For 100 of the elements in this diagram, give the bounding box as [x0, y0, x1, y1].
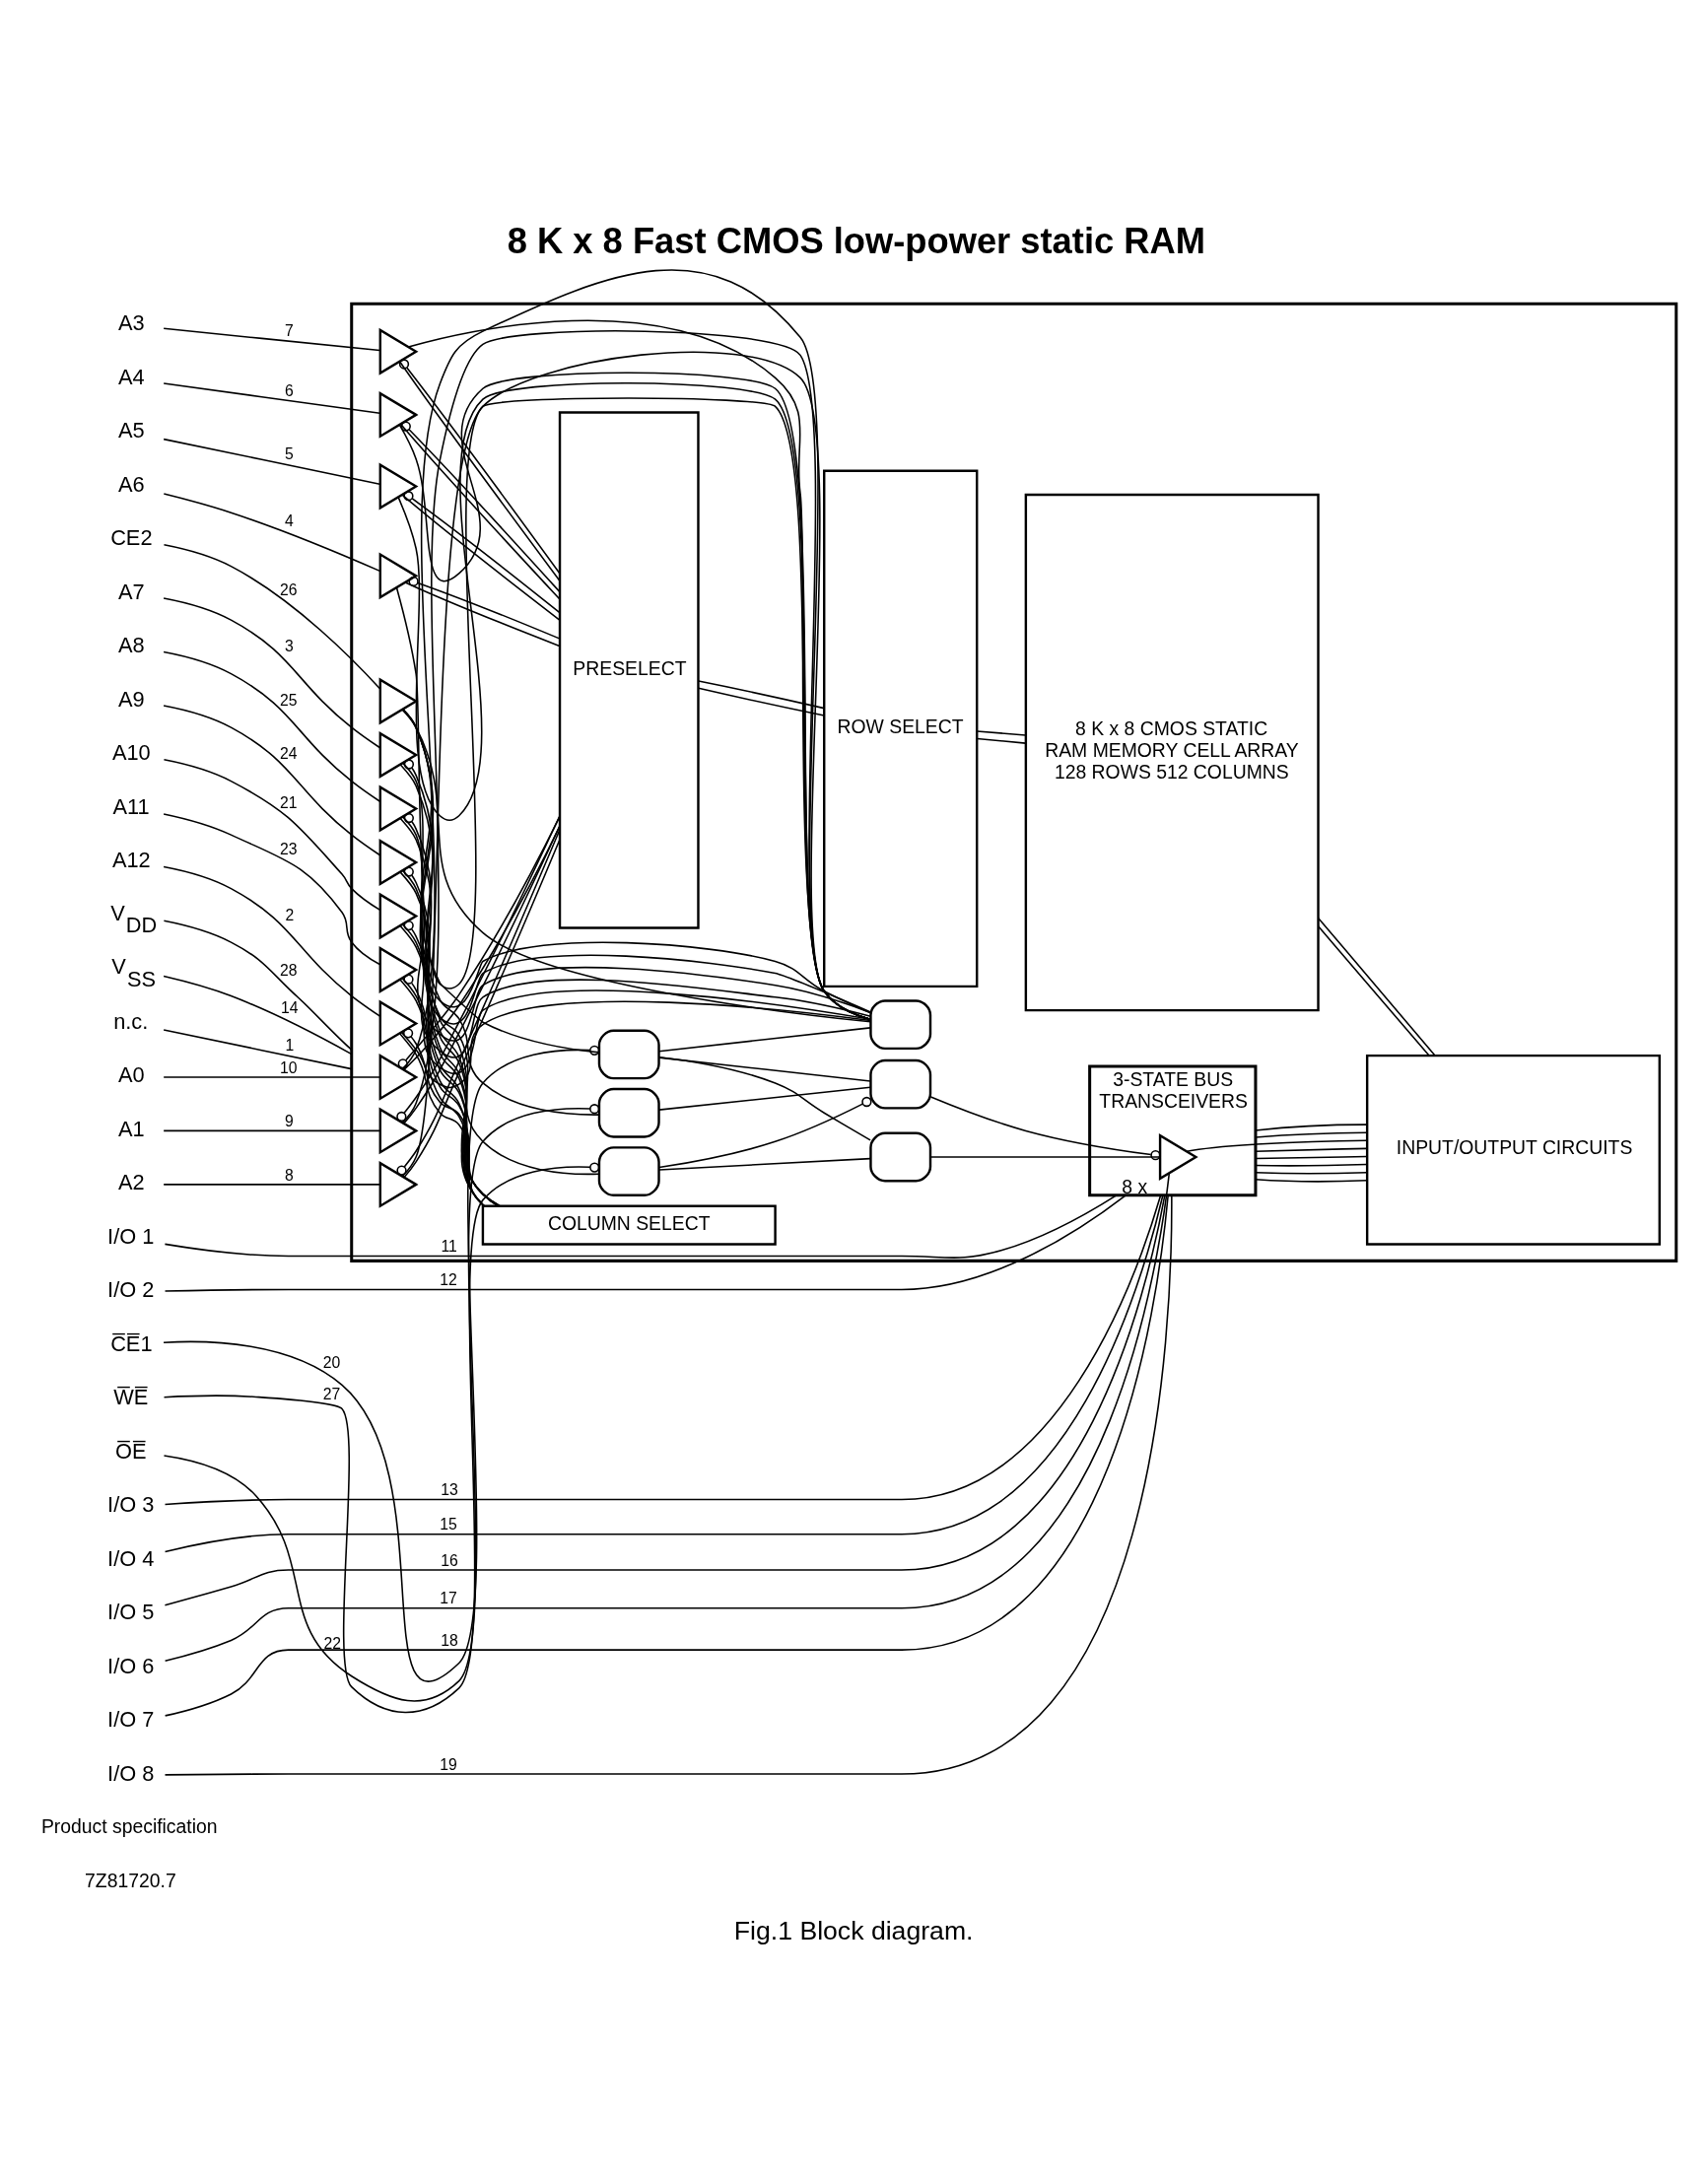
node-gate	[869, 1131, 932, 1182]
node-box: ROW SELECT	[823, 469, 979, 988]
connector	[163, 650, 381, 802]
node-gate	[597, 1029, 660, 1079]
connector	[929, 1155, 1161, 1158]
connector	[163, 596, 381, 749]
connector	[401, 977, 872, 1074]
connector	[408, 576, 561, 640]
node-text: A11	[112, 793, 150, 819]
node-text: I/O 6	[107, 1653, 155, 1678]
edge-label: 13	[441, 1480, 458, 1498]
connector	[657, 1056, 871, 1082]
connector	[398, 978, 485, 1206]
node-triangle	[378, 677, 419, 724]
connector	[401, 869, 871, 1042]
node-text: A4	[118, 364, 145, 389]
node-text: n.c.	[113, 1008, 149, 1034]
edge-label: 9	[284, 1112, 294, 1129]
edge-label: 3	[284, 637, 294, 654]
label: Product specification	[40, 1814, 218, 1837]
edge-label: 25	[280, 691, 298, 709]
edge-label: 28	[280, 961, 298, 979]
node-triangle	[378, 784, 419, 832]
node-triangle	[378, 730, 419, 779]
connector	[658, 1056, 871, 1141]
connector	[657, 1096, 872, 1168]
edge-label: 21	[280, 793, 298, 811]
node-label: 8 x	[1122, 1175, 1148, 1197]
node-text: A12	[111, 847, 151, 872]
edge-label: 7	[284, 321, 294, 339]
connector	[163, 438, 381, 485]
connector	[163, 543, 381, 690]
caption: Fig.1 Block diagram.	[733, 1915, 974, 1945]
edge-label: 15	[440, 1515, 457, 1533]
label: 7Z81720.7	[85, 1869, 176, 1891]
edge-label: 22	[323, 1634, 342, 1652]
node-triangle	[378, 892, 419, 939]
node-text: A6	[118, 471, 145, 497]
connector	[929, 1095, 1161, 1160]
connector	[1255, 1171, 1368, 1175]
node-triangle	[378, 462, 419, 510]
edge-label: 27	[322, 1385, 341, 1402]
node-triangle	[378, 390, 419, 439]
edge-label: 4	[284, 511, 294, 529]
connector	[163, 812, 381, 966]
node-text: I/O 2	[107, 1276, 155, 1302]
node-gate	[869, 1058, 932, 1110]
node-triangle	[378, 1160, 419, 1208]
edge-label: 2	[285, 906, 295, 923]
connector	[403, 974, 501, 1206]
node-text: I/O 5	[107, 1599, 155, 1624]
connector	[163, 865, 381, 1017]
node-gate	[597, 1087, 660, 1138]
node-text: I/O 4	[107, 1545, 155, 1571]
node-text: A3	[118, 309, 145, 335]
node-text: A10	[111, 739, 151, 765]
edge-label: 16	[441, 1551, 458, 1569]
node-text: I/O 7	[107, 1706, 155, 1732]
node-text: A8	[118, 632, 145, 657]
connector	[976, 737, 1027, 744]
connector	[697, 687, 825, 716]
connector	[163, 492, 381, 572]
node-text: I/O 3	[107, 1491, 155, 1517]
node-triangle	[378, 327, 419, 375]
node-text: O̅E̅	[114, 1438, 147, 1464]
edge-label: 17	[440, 1589, 457, 1606]
connector	[163, 920, 353, 1051]
connector	[1255, 1178, 1368, 1183]
connector	[1255, 1130, 1368, 1138]
node-box: 8 K x 8 CMOS STATIC RAM MEMORY CELL ARRAY 128 ROWS 512 COLUMNS	[1024, 493, 1320, 1011]
connector	[657, 1026, 871, 1052]
node-triangle	[378, 838, 419, 886]
node-text: A0	[118, 1061, 145, 1087]
node-text: CE2	[110, 524, 153, 550]
node-text: A1	[118, 1116, 145, 1141]
connector	[163, 1075, 381, 1078]
node-gate	[869, 998, 932, 1050]
node-text: A7	[118, 579, 145, 604]
diagram-title: 8 K x 8 Fast CMOS low-power static RAM	[507, 220, 1205, 261]
connector	[404, 580, 561, 647]
connector	[1255, 1123, 1368, 1131]
connector	[163, 704, 381, 856]
connector	[163, 975, 353, 1055]
node-text: A9	[118, 686, 145, 712]
connector	[163, 381, 381, 414]
node-text: W̅E̅	[113, 1384, 149, 1409]
edge-label: 12	[440, 1270, 457, 1288]
node-triangle	[378, 1106, 419, 1154]
node-triangle	[378, 1053, 419, 1101]
connector	[164, 1193, 1118, 1259]
node-gate	[597, 1145, 660, 1196]
node-box: PRESELECT	[558, 410, 700, 929]
connector	[399, 1032, 485, 1206]
edge-label: 20	[322, 1353, 341, 1371]
connector	[657, 1086, 871, 1111]
connector	[657, 1157, 871, 1171]
edge-label: 11	[441, 1237, 457, 1255]
connector	[1255, 1155, 1368, 1159]
connector	[401, 922, 872, 1058]
connector	[163, 1183, 381, 1186]
